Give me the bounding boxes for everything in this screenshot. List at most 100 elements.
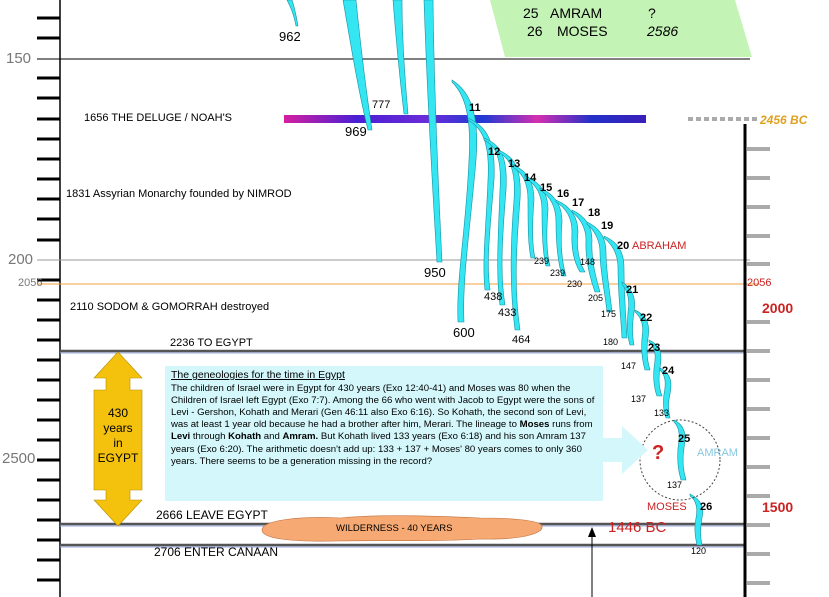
life-curve-777: [392, 0, 409, 115]
egypt-years-line1: 430: [107, 406, 129, 420]
right-axis-label-2000: 2000: [762, 300, 794, 316]
generation-12: 12: [488, 146, 501, 158]
age-950: 950: [424, 265, 446, 280]
life-curve-g17: [555, 199, 586, 273]
info-text-4: and: [261, 431, 283, 443]
age-438: 438: [484, 291, 503, 303]
label-2056-left: 2056: [18, 277, 43, 289]
genealogy-info-box: The geneologies for the time in Egypt Th…: [165, 366, 603, 501]
label-2456-bc: 2456 BC: [760, 113, 808, 127]
life-curve-g23: [648, 339, 663, 397]
age-120: 120: [691, 546, 707, 556]
wilderness-label: WILDERNESS - 40 YEARS: [336, 523, 453, 534]
life-curve-g25: [673, 419, 687, 481]
event-sodom: 2110 SODOM & GOMORRAH destroyed: [70, 301, 270, 313]
bc-1446-label: 1446 BC: [608, 519, 667, 536]
top-box-moses-name: MOSES: [557, 23, 608, 39]
info-heading: The geneologies for the time in Egypt: [171, 369, 345, 381]
life-curve-g16: [539, 187, 567, 277]
info-text-2: runs from: [549, 419, 593, 431]
age-137b: 137: [667, 480, 683, 490]
generation-17: 17: [572, 197, 585, 209]
generation-14: 14: [524, 172, 537, 184]
age-962: 962: [279, 29, 301, 44]
left-axis-label-150: 150: [6, 50, 32, 67]
generation-21: 21: [626, 284, 639, 296]
egypt-years-line3: in: [113, 436, 123, 450]
left-axis-ticks: [37, 16, 60, 582]
age-230: 230: [567, 279, 583, 289]
info-bold-moses: Moses: [519, 419, 550, 431]
life-curve-g24: [659, 367, 672, 419]
info-bold-kohath: Kohath: [228, 431, 262, 443]
generation-25: 25: [678, 433, 691, 445]
age-464: 464: [512, 334, 531, 346]
label-abraham: ABRAHAM: [632, 240, 687, 252]
age-205: 205: [588, 293, 604, 303]
lifespan-curves: [286, 0, 703, 546]
generation-18: 18: [588, 207, 601, 219]
age-239a: 239: [534, 256, 550, 266]
life-curve-433: [483, 137, 507, 306]
generation-22: 22: [640, 312, 653, 324]
right-axis-ticks: [747, 147, 770, 585]
event-assyrian: 1831 Assyrian Monarchy founded by NIMROD: [66, 188, 292, 200]
event-to-egypt: 2236 TO EGYPT: [170, 337, 253, 349]
life-curve-g21: [621, 281, 635, 346]
age-239b: 239: [550, 268, 566, 278]
generation-11: 11: [469, 102, 481, 114]
generation-26: 26: [700, 501, 713, 513]
generation-24: 24: [662, 365, 675, 377]
right-axis-label-1500: 1500: [762, 499, 794, 515]
life-curve-438: [467, 117, 495, 291]
age-148: 148: [580, 257, 596, 267]
label-2056-right: 2056: [747, 277, 772, 289]
deluge-rainbow-bar: [284, 115, 646, 123]
age-777: 777: [372, 99, 391, 111]
top-box-amram-value: ?: [648, 5, 656, 21]
age-133: 133: [654, 408, 670, 418]
life-curve-g14: [510, 163, 536, 259]
life-curve-969: [342, 0, 373, 131]
event-deluge: 1656 THE DELUGE / NOAH'S: [84, 112, 233, 124]
info-bold-levi: Levi: [171, 431, 191, 443]
event-leave-egypt: 2666 LEAVE EGYPT: [156, 508, 268, 522]
missing-generation-circle: [639, 419, 721, 501]
age-433: 433: [498, 307, 517, 319]
life-curve-950: [423, 0, 443, 263]
generation-13: 13: [508, 158, 521, 170]
bc-1446-arrow-head: [588, 527, 596, 537]
top-box-moses-value: 2586: [647, 23, 679, 39]
life-curve-464: [497, 149, 521, 331]
info-text-1: The children of Israel were in Egypt for…: [171, 383, 595, 431]
wilderness-cloud: [261, 515, 543, 542]
age-147: 147: [621, 361, 637, 371]
generation-15: 15: [540, 182, 553, 194]
life-curve-g15: [524, 175, 551, 267]
life-curve-600: [451, 79, 478, 323]
age-600: 600: [453, 325, 475, 340]
generation-23: 23: [648, 342, 661, 354]
label-moses: MOSES: [647, 501, 687, 513]
egypt-years-label: 430 years in EGYPT: [94, 406, 142, 466]
egypt-years-arrow: [93, 351, 143, 527]
life-curve-g20: [603, 235, 628, 339]
generation-19: 19: [601, 220, 614, 232]
left-axis-label-2500: 2500: [2, 450, 36, 467]
left-axis-label-200: 200: [8, 251, 34, 268]
info-text-3: through: [190, 431, 229, 443]
top-box-moses-num: 26: [527, 23, 543, 39]
label-amram: AMRAM: [697, 447, 738, 459]
info-arrow: [603, 426, 648, 474]
life-curve-g22: [634, 309, 651, 371]
age-180: 180: [603, 337, 619, 347]
event-enter-canaan: 2706 ENTER CANAAN: [154, 545, 279, 559]
info-text-5: But Kohath lived 133 years (Exo 6:18) an…: [171, 431, 586, 467]
age-175: 175: [601, 309, 617, 319]
top-genealogy-box: [490, 0, 752, 57]
generation-16: 16: [557, 188, 570, 200]
age-969: 969: [345, 124, 367, 139]
info-bold-amram: Amram.: [282, 431, 319, 443]
